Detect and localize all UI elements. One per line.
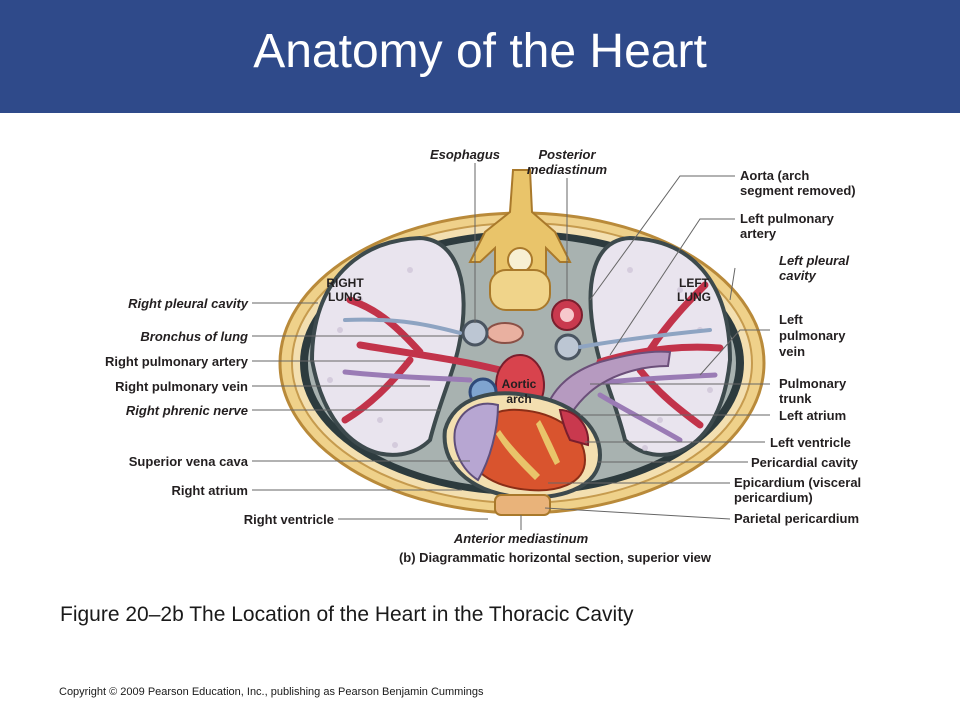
label-left-pleural-line1: Left pleural [779,253,849,268]
label-parietal-pericardium: Parietal pericardium [734,511,859,526]
label-aortic-arch-line2: arch [506,392,531,406]
label-epicardium-line1: Epicardium (visceral [734,475,861,490]
left-bronchus [554,333,582,361]
label-posterior: Posterior [538,147,596,162]
label-left-pulmonary-vein-line2: pulmonary [779,328,846,343]
label-left-lung-line2: LUNG [677,290,711,304]
label-right-atrium: Right atrium [171,483,248,498]
label-superior-vena-cava: Superior vena cava [129,454,249,469]
label-aorta-line1: Aorta (arch [740,168,809,183]
label-left-pulmonary-artery-line2: artery [740,226,777,241]
label-left-atrium: Left atrium [779,408,846,423]
right-bronchus [461,319,489,347]
diagram-svg: Right pleural cavity Bronchus of lung Ri… [105,147,861,565]
labels-top: Esophagus Posterior mediastinum [430,147,608,177]
label-right-pleural-cavity: Right pleural cavity [128,296,249,311]
label-pulmonary-trunk-line1: Pulmonary [779,376,847,391]
label-left-pleural-line2: cavity [779,268,817,283]
thorax-illustration [278,169,766,516]
labels-left: Right pleural cavity Bronchus of lung Ri… [105,296,334,527]
label-left-pulmonary-artery-line1: Left pulmonary [740,211,835,226]
labels-inside: RIGHT LUNG LEFT LUNG Aortic arch [326,276,711,406]
label-right-pulmonary-vein: Right pulmonary vein [115,379,248,394]
label-right-ventricle: Right ventricle [244,512,334,527]
label-bronchus-of-lung: Bronchus of lung [140,329,248,344]
label-right-phrenic-nerve: Right phrenic nerve [126,403,248,418]
label-esophagus: Esophagus [430,147,500,162]
label-right-lung-line2: LUNG [328,290,362,304]
heart-section-diagram: Right pleural cavity Bronchus of lung Ri… [0,113,960,583]
label-anterior-mediastinum: Anterior mediastinum [453,531,589,546]
label-epicardium-line2: pericardium) [734,490,813,505]
label-left-ventricle: Left ventricle [770,435,851,450]
label-left-pulmonary-vein-line3: vein [779,344,805,359]
spinal-cord [507,247,533,273]
copyright-notice: Copyright © 2009 Pearson Education, Inc.… [59,686,484,698]
esophagus [486,322,524,344]
label-right-pulmonary-artery: Right pulmonary artery [105,354,249,369]
figure-caption: Figure 20–2b The Location of the Heart i… [60,603,634,626]
label-pulmonary-trunk-line2: trunk [779,391,812,406]
label-right-lung-line1: RIGHT [326,276,364,290]
labels-bottom: Anterior mediastinum (b) Diagrammatic ho… [399,531,712,565]
label-left-pulmonary-vein-line1: Left [779,312,804,327]
sternum [494,494,551,516]
label-left-lung-line1: LEFT [679,276,710,290]
title-bar: Anatomy of the Heart [0,0,960,113]
label-pericardial-cavity: Pericardial cavity [751,455,859,470]
leader-lines [252,163,770,530]
slide-title: Anatomy of the Heart [253,25,707,78]
left-atrium [558,408,590,447]
label-aorta-line2: segment removed) [740,183,856,198]
labels-right: Aorta (arch segment removed) Left pulmon… [734,168,861,526]
label-section-caption: (b) Diagrammatic horizontal section, sup… [399,550,712,565]
label-aortic-arch-line1: Aortic [502,377,537,391]
label-mediastinum: mediastinum [527,162,608,177]
